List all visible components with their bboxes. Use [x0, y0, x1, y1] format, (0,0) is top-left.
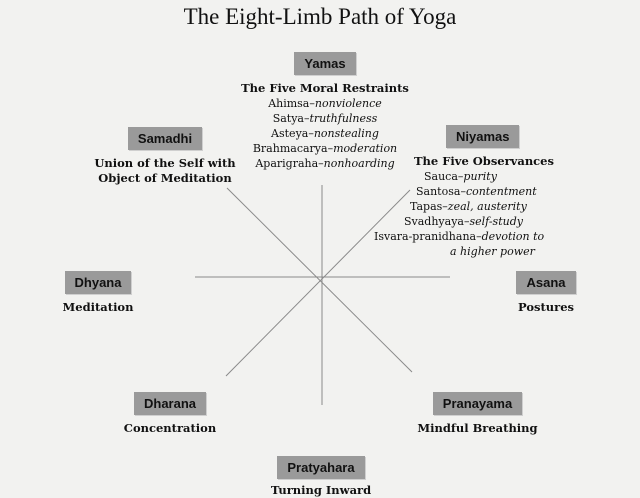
yamas-item: Ahimsa–nonviolence: [268, 97, 382, 110]
niyamas-item: Sauca–purity: [424, 170, 497, 183]
limb-samadhi: Samadhi Union of the Self with Object of…: [60, 127, 270, 186]
yamas-item: Aparigraha–nonhoarding: [255, 157, 395, 170]
limb-dhyana: Dhyana Meditation: [38, 271, 158, 315]
niyamas-badge: Niyamas: [446, 125, 520, 148]
samadhi-subtitle: Union of the Self with Object of Meditat…: [94, 156, 236, 185]
pratyahara-badge: Pratyahara: [277, 456, 365, 479]
yamas-item: Brahmacarya–moderation: [252, 142, 398, 155]
spoke-diagonal-nw: [226, 187, 413, 373]
niyamas-item: Isvara-pranidhana–devotion to: [374, 230, 545, 243]
yamas-badge: Yamas: [294, 52, 356, 75]
dhyana-badge: Dhyana: [64, 271, 132, 294]
niyamas-item: Tapas–zeal, austerity: [410, 200, 527, 213]
dharana-subtitle: Concentration: [123, 421, 217, 435]
limb-pranayama: Pranayama Mindful Breathing: [400, 392, 555, 436]
limb-yamas: Yamas The Five Moral Restraints Ahimsa–n…: [230, 52, 420, 171]
dharana-badge: Dharana: [133, 392, 207, 415]
yamas-item: Asteya–nonstealing: [271, 127, 379, 140]
niyamas-item: Santosa–contentment: [416, 185, 537, 198]
pranayama-badge: Pranayama: [432, 392, 523, 415]
pratyahara-subtitle: Turning Inward: [270, 483, 372, 497]
niyamas-heading: The Five Observances: [414, 154, 554, 168]
niyamas-item: Svadhyaya–self-study: [404, 215, 523, 228]
spoke-diagonal-ne: [225, 189, 411, 377]
dhyana-subtitle: Meditation: [62, 300, 134, 314]
yamas-heading: The Five Moral Restraints: [241, 81, 409, 95]
samadhi-badge: Samadhi: [127, 127, 203, 150]
limb-asana: Asana Postures: [486, 271, 606, 315]
asana-subtitle: Postures: [517, 300, 574, 314]
niyamas-continuation: a higher power: [450, 245, 535, 258]
yamas-item: Satya–truthfulness: [272, 112, 378, 125]
asana-badge: Asana: [516, 271, 576, 294]
diagram-title: The Eight-Limb Path of Yoga: [183, 4, 457, 29]
limb-niyamas: Niyamas The Five Observances Sauca–purit…: [374, 125, 604, 259]
limb-pratyahara: Pratyahara Turning Inward: [246, 456, 396, 498]
pranayama-subtitle: Mindful Breathing: [417, 421, 538, 435]
limb-dharana: Dharana Concentration: [100, 392, 240, 436]
